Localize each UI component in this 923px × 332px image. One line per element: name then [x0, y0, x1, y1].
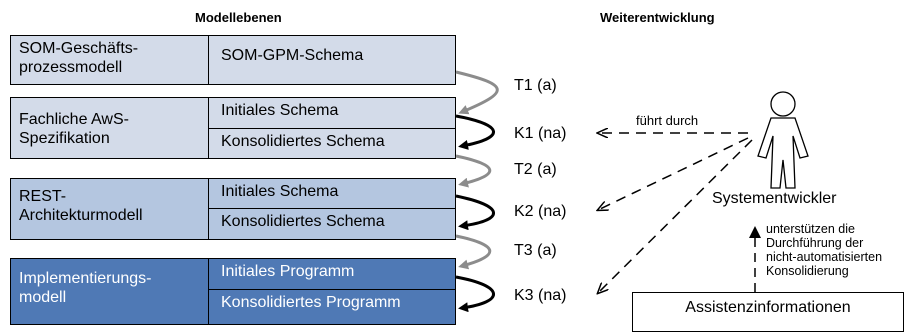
level-fachliche-name: Fachliche AwS- Spezifikation [10, 97, 210, 159]
k2-arrow [455, 194, 495, 231]
level-rest-name: REST- Architekturmodell [10, 178, 210, 240]
label-t1: T1 (a) [514, 77, 557, 94]
schema-rest-initial: Initiales Schema [208, 178, 456, 209]
k3-arrow [455, 275, 495, 313]
schema-rest-konsolidiert: Konsolidiertes Schema [208, 208, 456, 240]
label-fuehrt-durch: führt durch [636, 113, 699, 128]
dashed-arrow-k2 [598, 137, 749, 210]
label-support-note: unterstützen die Durchführung der nicht-… [766, 222, 883, 278]
schema-fachliche-konsolidiert: Konsolidiertes Schema [208, 128, 456, 159]
diagram-connectors [455, 70, 809, 313]
label-t3: T3 (a) [514, 242, 557, 259]
schema-som-gpm: SOM-GPM-Schema [208, 35, 456, 85]
label-k3: K3 (na) [514, 287, 567, 304]
label-systementwickler: Systementwickler [712, 190, 837, 207]
actor-icon [757, 91, 809, 189]
header-modellebenen: Modellebenen [195, 10, 282, 25]
support-arrow-head [749, 226, 761, 238]
t3-arrow [455, 234, 492, 270]
t1-arrow [455, 70, 499, 115]
dashed-arrow-k3 [598, 139, 753, 293]
schema-impl-initial: Initiales Programm [208, 258, 456, 290]
label-k1: K1 (na) [514, 125, 567, 142]
assistenz-box: Assistenzinformationen [632, 292, 904, 332]
header-weiterentwicklung: Weiterentwicklung [600, 10, 715, 25]
label-k2: K2 (na) [514, 203, 567, 220]
level-som-name: SOM-Geschäfts- prozessmodell [10, 35, 210, 85]
schema-impl-konsolidiert: Konsolidiertes Programm [208, 289, 456, 325]
k1-arrow [455, 114, 495, 150]
level-impl-name: Implementierungs- modell [10, 258, 210, 325]
label-t2: T2 (a) [514, 161, 557, 178]
t2-arrow [455, 154, 492, 188]
